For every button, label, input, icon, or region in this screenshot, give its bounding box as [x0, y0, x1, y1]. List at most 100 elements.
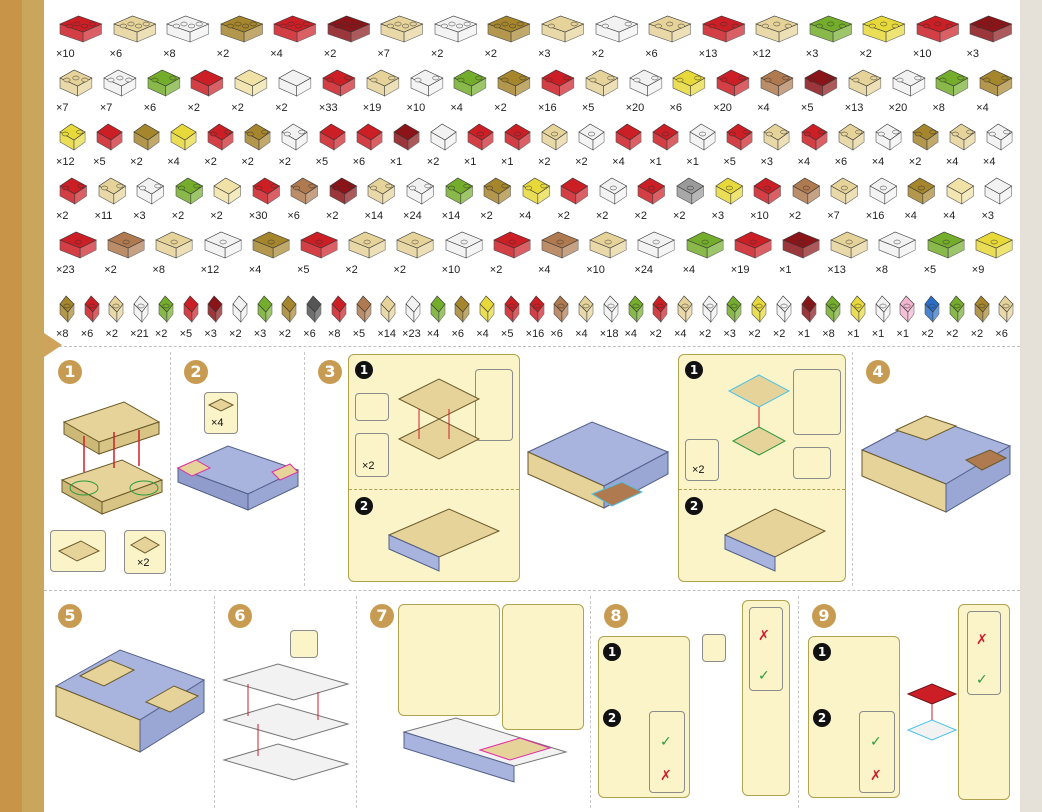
part-item: ×23 — [398, 290, 423, 340]
brick-icon — [155, 231, 194, 259]
brick-icon — [96, 123, 123, 151]
step-7-illustration — [402, 717, 568, 783]
part-quantity: ×2 — [275, 102, 288, 114]
part-item: ×24 — [630, 226, 678, 276]
part-quantity: ×3 — [711, 210, 725, 222]
cross-icon: ✗ — [660, 768, 672, 784]
part-quantity: ×10 — [56, 48, 75, 60]
part-item: ×8 — [818, 290, 843, 340]
part-item: ×2 — [630, 172, 669, 222]
part-quantity: ×2 — [698, 328, 712, 340]
part-quantity: ×4 — [624, 328, 638, 340]
brick-icon — [753, 177, 782, 205]
brick-icon — [166, 15, 210, 43]
step-8: 8 1 2 ✓ ✗ ✗ ✓ — [590, 596, 798, 812]
part-item: ×2 — [486, 226, 534, 276]
brick-icon — [599, 177, 627, 205]
step-6-illustration — [222, 663, 350, 781]
part-quantity: ×2 — [278, 156, 291, 168]
part-quantity: ×3 — [133, 210, 146, 222]
part-item: ×3 — [756, 118, 793, 168]
part-item: ×6 — [140, 64, 184, 114]
part-quantity: ×8 — [327, 328, 341, 340]
brick-icon — [924, 295, 940, 323]
part-item: ×2 — [427, 10, 481, 60]
part-quantity: ×20 — [713, 102, 732, 114]
part-quantity: ×2 — [56, 210, 69, 222]
brick-icon — [175, 177, 203, 205]
brick-icon — [109, 295, 124, 323]
part-item: ×4 — [472, 290, 497, 340]
part-item: ×18 — [596, 290, 621, 340]
brick-icon — [912, 123, 939, 151]
part-quantity: ×4 — [982, 156, 996, 168]
part-quantity: ×6 — [80, 328, 94, 340]
part-item: ×11 — [91, 172, 130, 222]
part-item: ×4 — [245, 226, 293, 276]
part-item: ×5 — [920, 226, 968, 276]
part-item: ×1 — [386, 118, 423, 168]
part-item: ×2 — [588, 10, 642, 60]
part-item: ×1 — [645, 118, 682, 168]
part-item: ×8 — [148, 226, 196, 276]
step-1-illustration — [60, 401, 164, 515]
brick-icon — [59, 69, 93, 97]
step-separator — [214, 596, 215, 808]
part-quantity: ×4 — [248, 264, 262, 276]
part-item: ×2 — [101, 290, 126, 340]
part-quantity: ×2 — [204, 156, 217, 168]
part-item: ×5 — [293, 226, 341, 276]
part-item: ×2 — [669, 172, 708, 222]
part-quantity: ×33 — [318, 102, 338, 114]
brick-icon — [356, 123, 383, 151]
brick-icon — [685, 231, 724, 259]
brick-icon — [290, 177, 319, 205]
substep-illustration — [723, 508, 827, 572]
part-item: ×10 — [403, 64, 447, 114]
part-quantity: ×6 — [143, 102, 157, 114]
part-item: ×2 — [200, 118, 237, 168]
step-5-illustration — [54, 649, 206, 753]
check-icon: ✓ — [660, 734, 672, 750]
part-item: ×10 — [582, 226, 630, 276]
brick-icon — [755, 15, 799, 43]
part-item: ×5 — [578, 64, 622, 114]
brick-icon — [541, 231, 579, 259]
brick-icon — [409, 69, 444, 97]
part-item: ×4 — [571, 290, 596, 340]
substep-number: 2 — [685, 497, 703, 515]
part-quantity: ×6 — [303, 328, 316, 340]
part-quantity: ×14 — [441, 210, 461, 222]
part-quantity: ×4 — [682, 264, 696, 276]
brick-icon — [900, 295, 915, 323]
brick-icon — [926, 231, 965, 259]
part-item: ×19 — [359, 64, 403, 114]
part-quantity: ×2 — [393, 264, 406, 276]
part-item: ×4 — [534, 226, 582, 276]
brick-icon — [430, 295, 446, 323]
brick-icon — [594, 15, 638, 43]
part-item: ×4 — [753, 64, 797, 114]
brick-icon — [560, 177, 589, 205]
part-item: ×6 — [546, 290, 571, 340]
part-item: ×2 — [744, 290, 769, 340]
part-quantity: ×16 — [525, 328, 545, 340]
part-quantity: ×8 — [932, 102, 945, 114]
brick-icon — [949, 123, 976, 151]
part-item: ×6 — [106, 10, 160, 60]
part-callout — [355, 393, 389, 421]
part-item: ×4 — [979, 118, 1016, 168]
brick-icon — [405, 295, 421, 323]
part-quantity: ×4 — [797, 156, 811, 168]
brick-icon — [776, 295, 792, 323]
part-item: ×16 — [534, 64, 578, 114]
step-number: 2 — [184, 360, 208, 384]
part-item: ×7 — [96, 64, 140, 114]
part-item: ×3 — [129, 172, 168, 222]
part-quantity: ×4 — [426, 328, 440, 340]
brick-icon — [529, 295, 545, 323]
part-quantity: ×2 — [908, 156, 922, 168]
substep-illustration — [387, 508, 501, 572]
part-quantity: ×7 — [56, 102, 69, 114]
part-callout — [702, 634, 726, 662]
